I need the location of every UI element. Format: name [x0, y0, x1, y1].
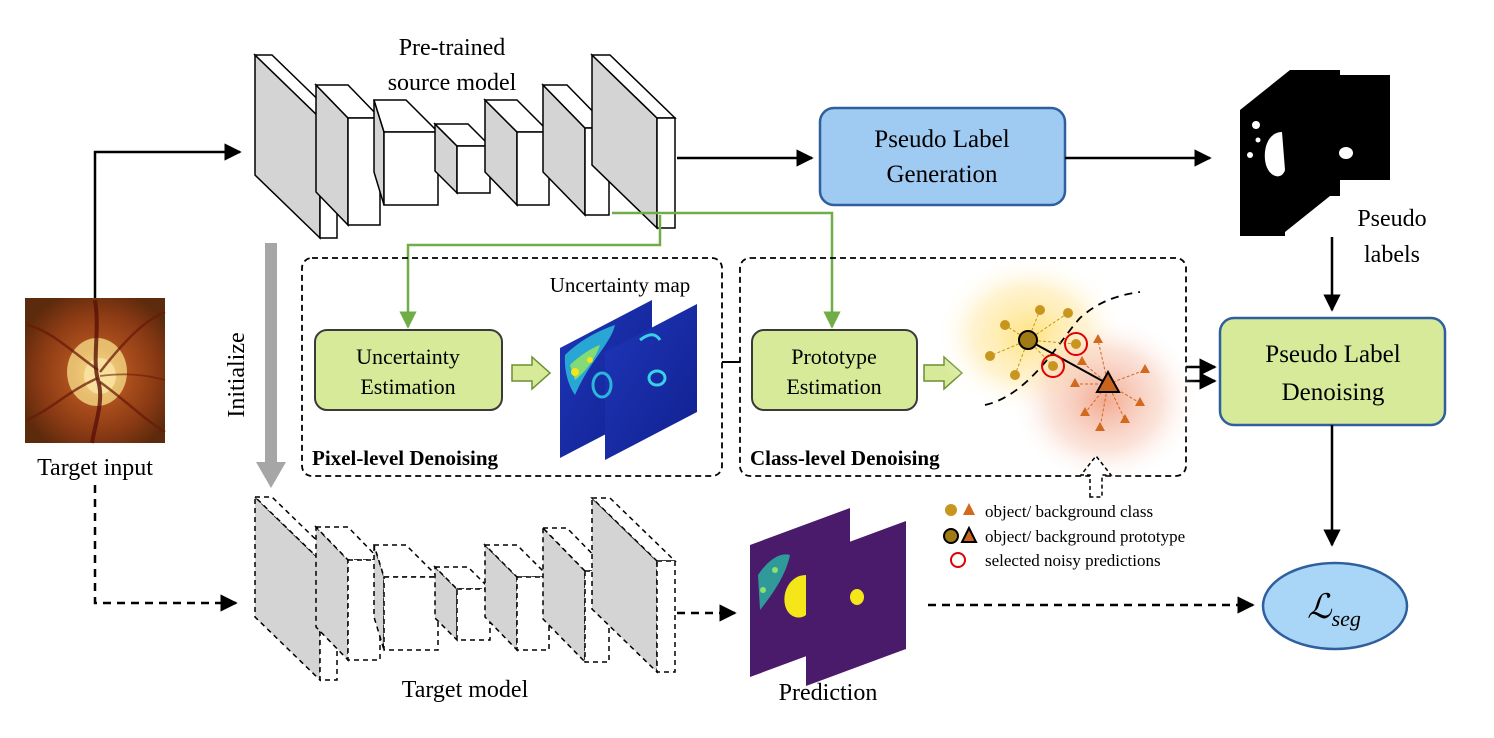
- prototype-estimation-line2: Estimation: [786, 374, 881, 399]
- prediction-image: [750, 508, 906, 686]
- uncertainty-estimation-line1: Uncertainty: [356, 344, 460, 369]
- loss-label: ℒseg: [1307, 589, 1361, 631]
- prediction-label: Prediction: [779, 680, 878, 706]
- pseudo-label-generation-line2: Generation: [886, 161, 998, 188]
- target-input-image: [25, 298, 166, 444]
- legend-prototype-label: object/ background prototype: [985, 527, 1185, 546]
- pseudo-label-generation-box: [818, 106, 1067, 207]
- pseudo-label-generation-line1: Pseudo Label: [874, 126, 1009, 153]
- prototype-estimation-line1: Prototype: [791, 344, 877, 369]
- legend-class-label: object/ background class: [985, 502, 1153, 521]
- arrow-input-to-source: [93, 143, 242, 298]
- legend-up-arrow: [1079, 454, 1113, 498]
- uncertainty-estimation-box: [314, 329, 503, 411]
- arrow-input-to-target: [93, 485, 238, 612]
- loss-ellipse: [1261, 561, 1409, 651]
- loss-symbol: ℒ: [1307, 589, 1333, 626]
- uncertainty-block-arrow: [511, 355, 552, 391]
- target-model: [253, 495, 677, 682]
- class-level-title: Class-level Denoising: [750, 446, 940, 470]
- pseudo-label-denoising-line2: Denoising: [1282, 379, 1385, 406]
- pseudo-labels-image: [1240, 70, 1390, 236]
- target-model-label: Target model: [402, 677, 529, 703]
- pseudo-label-denoising-line1: Pseudo Label: [1265, 341, 1400, 368]
- uncertainty-estimation-line2: Estimation: [360, 374, 455, 399]
- pseudo-label-denoising-box: [1218, 316, 1447, 427]
- uncertainty-map-label: Uncertainty map: [550, 273, 691, 297]
- green-arrow-to-uncertainty: [399, 215, 662, 329]
- pixel-level-panel: [301, 257, 723, 477]
- initialize-arrow: [256, 243, 286, 488]
- target-input-label: Target input: [37, 455, 153, 481]
- pseudo-labels-line2: labels: [1364, 242, 1420, 268]
- loss-subscript: seg: [1332, 606, 1361, 631]
- pseudo-labels-line1: Pseudo: [1357, 206, 1426, 232]
- uncertainty-map-image: [560, 300, 697, 460]
- source-model-label-line1: Pre-trained: [399, 35, 506, 61]
- pixel-level-title: Pixel-level Denoising: [312, 446, 499, 470]
- green-arrow-to-prototype: [612, 211, 841, 329]
- initialize-label: Initialize: [224, 332, 250, 417]
- prototype-scatter: [935, 255, 1200, 485]
- source-model-label-line2: source model: [388, 70, 517, 96]
- legend-noisy-label: selected noisy predictions: [985, 551, 1161, 570]
- legend: object/ background class object/ backgro…: [943, 502, 1185, 570]
- source-model: [253, 53, 677, 240]
- prototype-estimation-box: [751, 329, 918, 411]
